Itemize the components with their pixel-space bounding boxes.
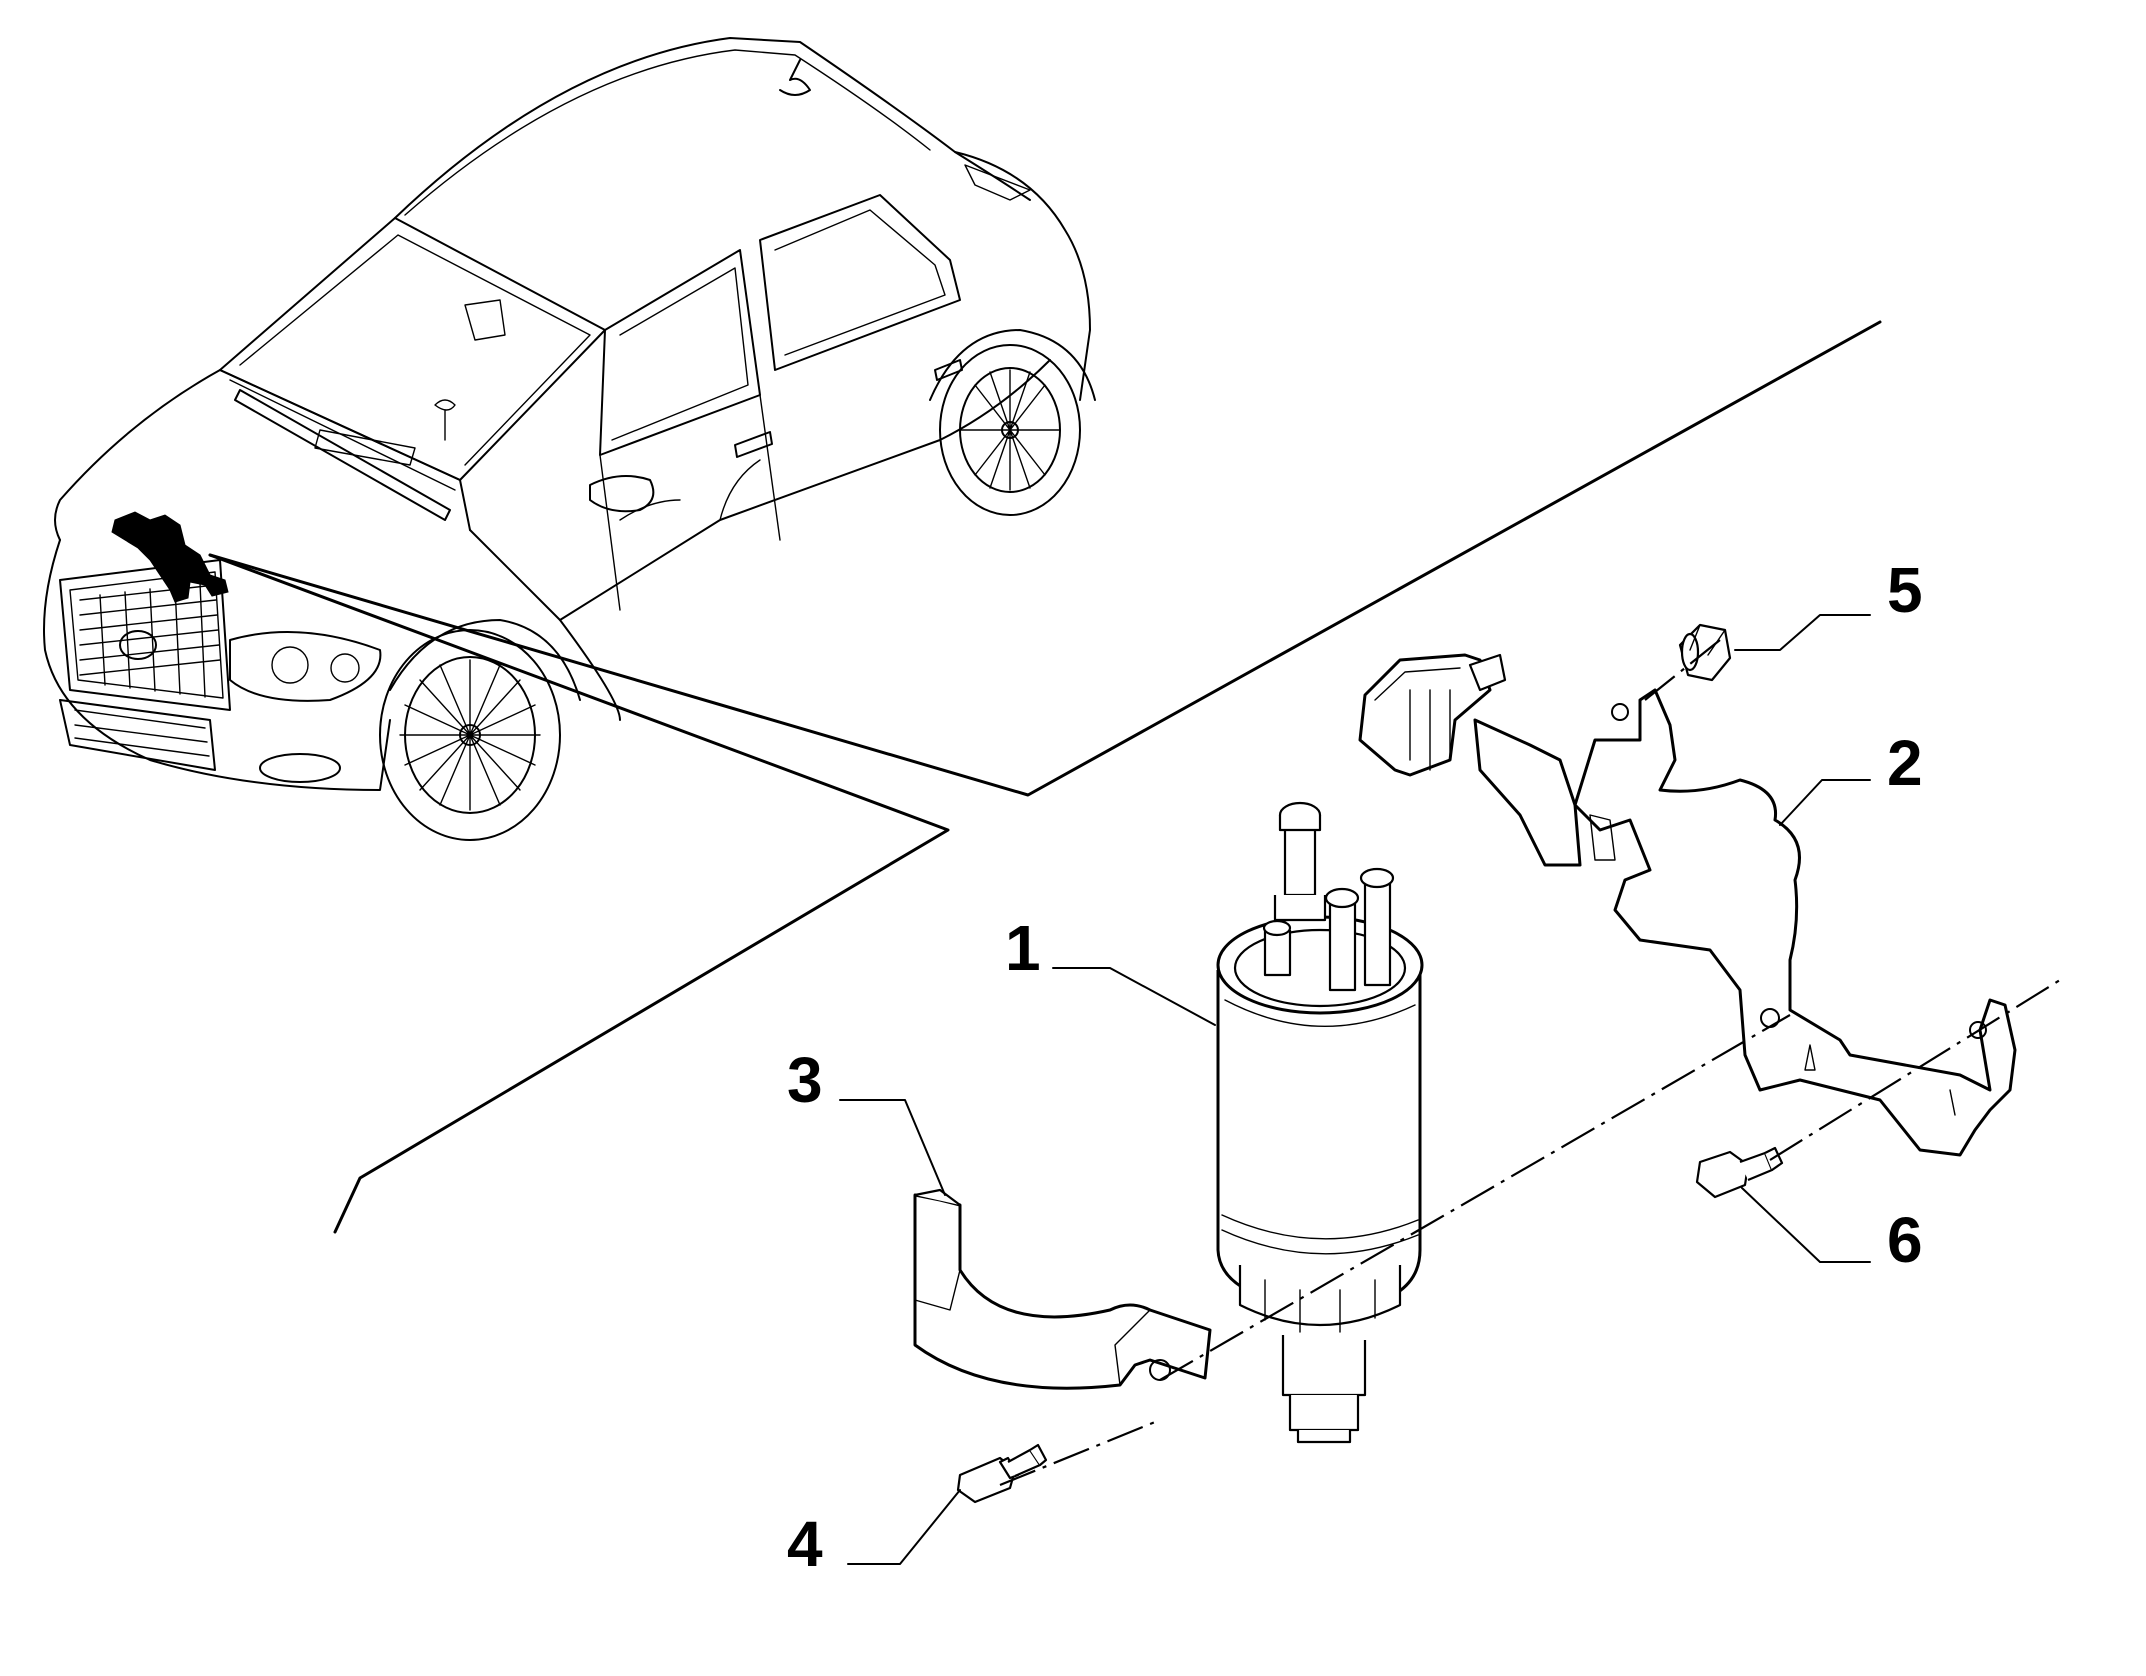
bracket-bolt (1695, 1146, 1784, 1199)
callout-numbers: 1 2 3 4 5 6 (787, 554, 1923, 1580)
callout-6: 6 (1887, 1204, 1923, 1276)
callout-5: 5 (1887, 554, 1923, 626)
callout-leaders (839, 614, 1871, 1565)
car-overview-illustration (43, 37, 1096, 841)
callout-3: 3 (787, 1044, 823, 1116)
fuel-filter (1216, 801, 1424, 1444)
callout-1: 1 (1005, 912, 1041, 984)
assembly-axis-lines (999, 639, 2061, 1487)
clamp-bolt (956, 1443, 1048, 1504)
callout-2: 2 (1887, 727, 1923, 799)
detail-frame-lines (208, 320, 1882, 1234)
mounting-bracket (1358, 653, 2017, 1157)
callout-4: 4 (787, 1508, 823, 1580)
highlighted-part-icon (111, 511, 229, 603)
filter-clamp (913, 1188, 1212, 1390)
